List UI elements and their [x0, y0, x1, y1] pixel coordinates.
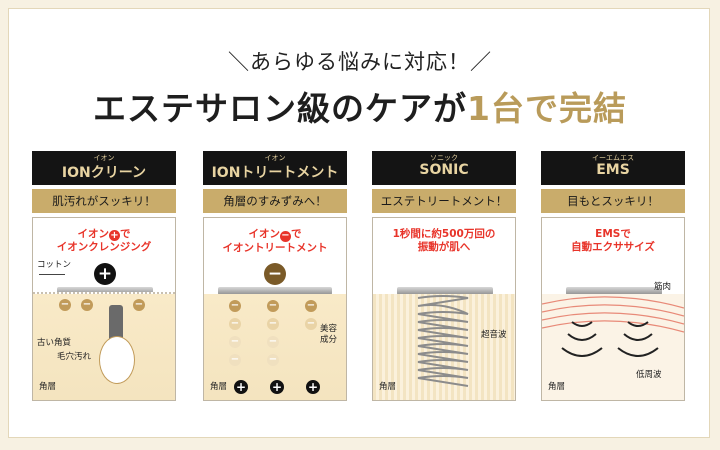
card-ruby: ソニック: [430, 154, 458, 162]
caption-text: 振動が肌へ: [417, 241, 471, 253]
plus-icon: +: [234, 380, 248, 394]
plus-icon: +: [306, 380, 320, 394]
ion-dot: −: [229, 318, 241, 330]
plus-icon: +: [94, 263, 116, 285]
ion-dot: −: [229, 336, 241, 348]
label-ultrasonic: 超音波: [481, 330, 507, 340]
card-caption: イオン+で イオンクレンジング: [33, 228, 175, 254]
label-low-frequency: 低周波: [636, 370, 662, 380]
label-muscle: 筋肉: [654, 282, 672, 292]
label-cotton: コットン: [37, 260, 72, 270]
page-title: エステサロン級のケアが1台で完結: [0, 82, 720, 130]
device-head: [57, 287, 153, 295]
caption-text: イオン: [77, 228, 110, 240]
feature-card-ems: イーエムエス EMS 目もとスッキリ！ EMSで 自動エクササイズ 筋肉 低周波…: [541, 151, 685, 401]
caption-text: イオン: [248, 228, 281, 240]
ion-dot: −: [267, 300, 279, 312]
title-accent: 1台で完結: [467, 89, 627, 128]
card-header: イオン IONクリーン: [32, 151, 176, 185]
label-layer: 角層: [210, 382, 228, 392]
plus-icon: +: [109, 230, 120, 241]
label-layer: 角層: [39, 382, 57, 392]
ultrasonic-spring: [417, 295, 469, 387]
pore-follicle: [99, 336, 135, 384]
label-layer: 角層: [548, 382, 566, 392]
card-ruby: イオン: [93, 154, 115, 162]
caption-text: EMSで: [595, 228, 631, 240]
caption-text: イオントリートメント: [222, 242, 328, 254]
ion-dot: −: [133, 299, 145, 311]
ion-dot: −: [81, 299, 93, 311]
ion-dot: −: [59, 299, 71, 311]
label-layer: 角層: [379, 382, 397, 392]
label-old-keratin: 古い角質: [37, 338, 72, 348]
device-head: [566, 287, 662, 295]
card-name: EMS: [596, 162, 630, 178]
ion-dot: −: [267, 354, 279, 366]
plus-icon: +: [270, 380, 284, 394]
caption-text: 自動エクササイズ: [571, 241, 655, 253]
card-header: ソニック SONIC: [372, 151, 516, 185]
card-ruby: イーエムエス: [592, 154, 634, 162]
minus-icon: −: [280, 230, 291, 242]
card-name: IONクリーン: [61, 165, 147, 181]
caption-text: イオンクレンジング: [56, 241, 152, 253]
card-ruby: イオン: [264, 154, 286, 162]
card-name: IONトリートメント: [211, 165, 339, 181]
device-head: [218, 287, 332, 295]
ion-dot: −: [229, 300, 241, 312]
title-main: エステサロン級のケアが: [93, 89, 468, 128]
illustration-sonic: 1秒間に約500万回の 振動が肌へ 超音波 角層: [372, 217, 516, 401]
ion-dot: −: [305, 318, 317, 330]
card-header: イーエムエス EMS: [541, 151, 685, 185]
ion-dot: −: [267, 318, 279, 330]
card-caption: 1秒間に約500万回の 振動が肌へ: [373, 228, 515, 254]
label-beauty-ingredient: 美容成分: [320, 324, 337, 346]
illustration-ems: EMSで 自動エクササイズ 筋肉 低周波 角層: [541, 217, 685, 401]
ion-dot: −: [229, 354, 241, 366]
label-pore-dirt: 毛穴汚れ: [57, 352, 92, 362]
muscle-lines: [542, 296, 684, 357]
illustration-ion-clean: イオン+で イオンクレンジング コットン + − − − 古い角質 毛穴汚れ 角…: [32, 217, 176, 401]
illustration-ion-treatment: イオン−で イオントリートメント − − − − − − − − − − − 美…: [203, 217, 347, 401]
card-header: イオン IONトリートメント: [203, 151, 347, 185]
card-tagline: 目もとスッキリ！: [541, 189, 685, 213]
leader-line: [39, 274, 65, 275]
ion-dot: −: [305, 300, 317, 312]
skin-layer: [542, 294, 684, 400]
card-tagline: 肌汚れがスッキリ！: [32, 189, 176, 213]
ion-dot: −: [267, 336, 279, 348]
card-caption: イオン−で イオントリートメント: [204, 228, 346, 255]
feature-card-sonic: ソニック SONIC エステトリートメント！ 1秒間に約500万回の 振動が肌へ…: [372, 151, 516, 401]
card-name: SONIC: [419, 162, 469, 178]
device-head: [397, 287, 493, 295]
pore-dirt: [109, 305, 123, 345]
minus-icon: −: [264, 263, 286, 285]
label-text: 美容: [320, 324, 338, 334]
caption-text: 1秒間に約500万回の: [392, 228, 496, 240]
card-tagline: エステトリートメント！: [372, 189, 516, 213]
caption-text: で: [291, 228, 302, 240]
feature-card-ion-clean: イオン IONクリーン 肌汚れがスッキリ！ イオン+で イオンクレンジング コッ…: [32, 151, 176, 401]
page-subtitle: ＼あらゆる悩みに対応！／: [228, 50, 492, 74]
label-text: 成分: [320, 335, 338, 345]
card-tagline: 角層のすみずみへ！: [203, 189, 347, 213]
caption-text: で: [120, 228, 131, 240]
card-caption: EMSで 自動エクササイズ: [542, 228, 684, 254]
feature-card-ion-treatment: イオン IONトリートメント 角層のすみずみへ！ イオン−で イオントリートメン…: [203, 151, 347, 401]
